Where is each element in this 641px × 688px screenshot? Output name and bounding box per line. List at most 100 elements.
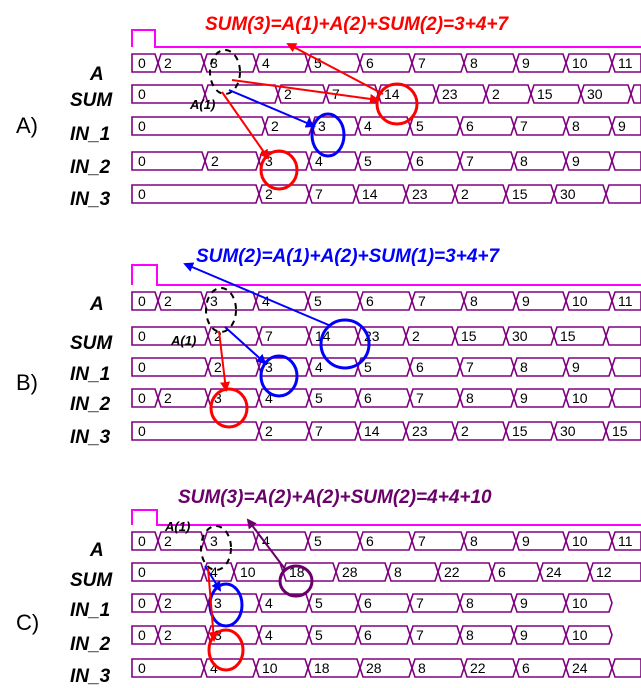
bus-segment <box>307 291 361 311</box>
bus-segment <box>513 357 567 377</box>
bus-segment <box>335 562 389 582</box>
bus-segment <box>405 421 456 441</box>
bus-value: 30 <box>560 186 576 202</box>
bus-value: 5 <box>315 627 323 643</box>
bus-value: 8 <box>520 153 528 169</box>
bus-value: 5 <box>314 293 322 309</box>
bus-value: 9 <box>520 627 528 643</box>
panel-c-a1-label: A(1) <box>164 519 190 534</box>
bus-value: 7 <box>315 423 323 439</box>
bus-value: 9 <box>520 595 528 611</box>
bus-segment <box>258 151 310 171</box>
panel-a-in2-red-circle <box>259 149 299 191</box>
bus-value: 7 <box>520 118 528 134</box>
bus-segment <box>565 658 613 678</box>
bus-segment <box>405 184 456 204</box>
bus-segment <box>207 593 260 613</box>
bus-value: 10 <box>572 627 588 643</box>
bus-value: 5 <box>314 55 322 71</box>
bus-value: 9 <box>522 293 530 309</box>
bus-value: 14 <box>362 186 378 202</box>
bus-value: 0 <box>138 423 146 439</box>
bus-segment <box>357 151 411 171</box>
bus-segment <box>203 531 257 551</box>
bus-value: 30 <box>587 86 603 102</box>
bus-segment <box>459 625 515 645</box>
panel-c-red-arrow <box>207 567 219 642</box>
bus-value: 23 <box>442 86 458 102</box>
bus-segment <box>258 388 310 408</box>
bus-value: 23 <box>412 423 428 439</box>
panel-c-in2-red-circle <box>207 628 245 672</box>
bus-value: 28 <box>342 564 358 580</box>
bus-segment <box>515 658 567 678</box>
bus-segment <box>405 326 456 346</box>
bus-value: 4 <box>315 153 323 169</box>
panel-a-signal-a: A <box>89 64 104 85</box>
panel-a-annotation: SUM(3)=A(1)+A(2)+SUM(2)=3+4+7 <box>205 14 509 35</box>
bus-value: 0 <box>138 293 146 309</box>
bus-value: 2 <box>214 359 222 375</box>
bus-segment <box>411 291 465 311</box>
panel-b-a1-dashed-circle <box>205 287 237 333</box>
bus-segment <box>463 53 517 73</box>
bus-segment <box>255 291 309 311</box>
bus-value: 14 <box>384 86 400 102</box>
bus-segment <box>515 53 567 73</box>
bus-segment <box>485 84 532 104</box>
bus-value: 2 <box>164 55 172 71</box>
bus-value: 14 <box>364 423 380 439</box>
bus-value: 0 <box>138 359 146 375</box>
panel-a-in1-blue-circle <box>310 112 346 158</box>
bus-value: 15 <box>560 328 576 344</box>
bus-segment <box>203 562 235 582</box>
panel-b-signal-in1: IN_1 <box>70 364 110 385</box>
bus-value: 2 <box>164 533 172 549</box>
bus-segment <box>264 116 313 136</box>
bus-segment <box>207 326 260 346</box>
bus-value: 11 <box>618 55 633 71</box>
bus-value: 3 <box>214 595 222 611</box>
bus-value: 2 <box>164 390 172 406</box>
bus-segment <box>611 658 641 678</box>
bus-segment <box>605 184 641 204</box>
panel-c-label: C) <box>16 610 39 635</box>
bus-segment <box>605 326 641 346</box>
bus-segment <box>513 151 567 171</box>
bus-value: 10 <box>572 390 588 406</box>
bus-segment <box>157 291 205 311</box>
bus-segment <box>203 658 257 678</box>
panel-a-red-arrow-sum <box>231 79 380 104</box>
bus-segment <box>411 53 465 73</box>
bus-value: 10 <box>572 55 588 71</box>
bus-value: 11 <box>618 293 633 309</box>
panel-b-annotation: SUM(2)=A(1)+A(2)+SUM(1)=3+4+7 <box>196 246 500 267</box>
panel-c-annotation: SUM(3)=A(2)+A(2)+SUM(2)=4+4+10 <box>178 487 492 508</box>
bus-segment <box>131 562 205 582</box>
bus-segment <box>580 84 632 104</box>
bus-segment <box>157 53 205 73</box>
panel-a-a1-dashed-circle <box>209 49 241 95</box>
bus-value: 5 <box>315 595 323 611</box>
bus-segment <box>357 326 407 346</box>
bus-segment <box>454 421 507 441</box>
bus-value: 9 <box>520 390 528 406</box>
panel-a-signal-sum: SUM <box>70 90 113 111</box>
bus-segment <box>411 531 465 551</box>
bus-value: 11 <box>618 533 633 549</box>
bus-value: 22 <box>470 660 486 676</box>
bus-value: 8 <box>466 595 474 611</box>
bus-value: 12 <box>596 564 612 580</box>
bus-segment <box>131 326 209 346</box>
bus-value: 5 <box>416 118 424 134</box>
bus-value: 5 <box>314 533 322 549</box>
bus-value: 7 <box>416 390 424 406</box>
panel-a-red-arrow-top <box>286 43 384 95</box>
bus-value: 4 <box>265 627 273 643</box>
bus-segment <box>454 326 507 346</box>
bus-value: 2 <box>164 293 172 309</box>
